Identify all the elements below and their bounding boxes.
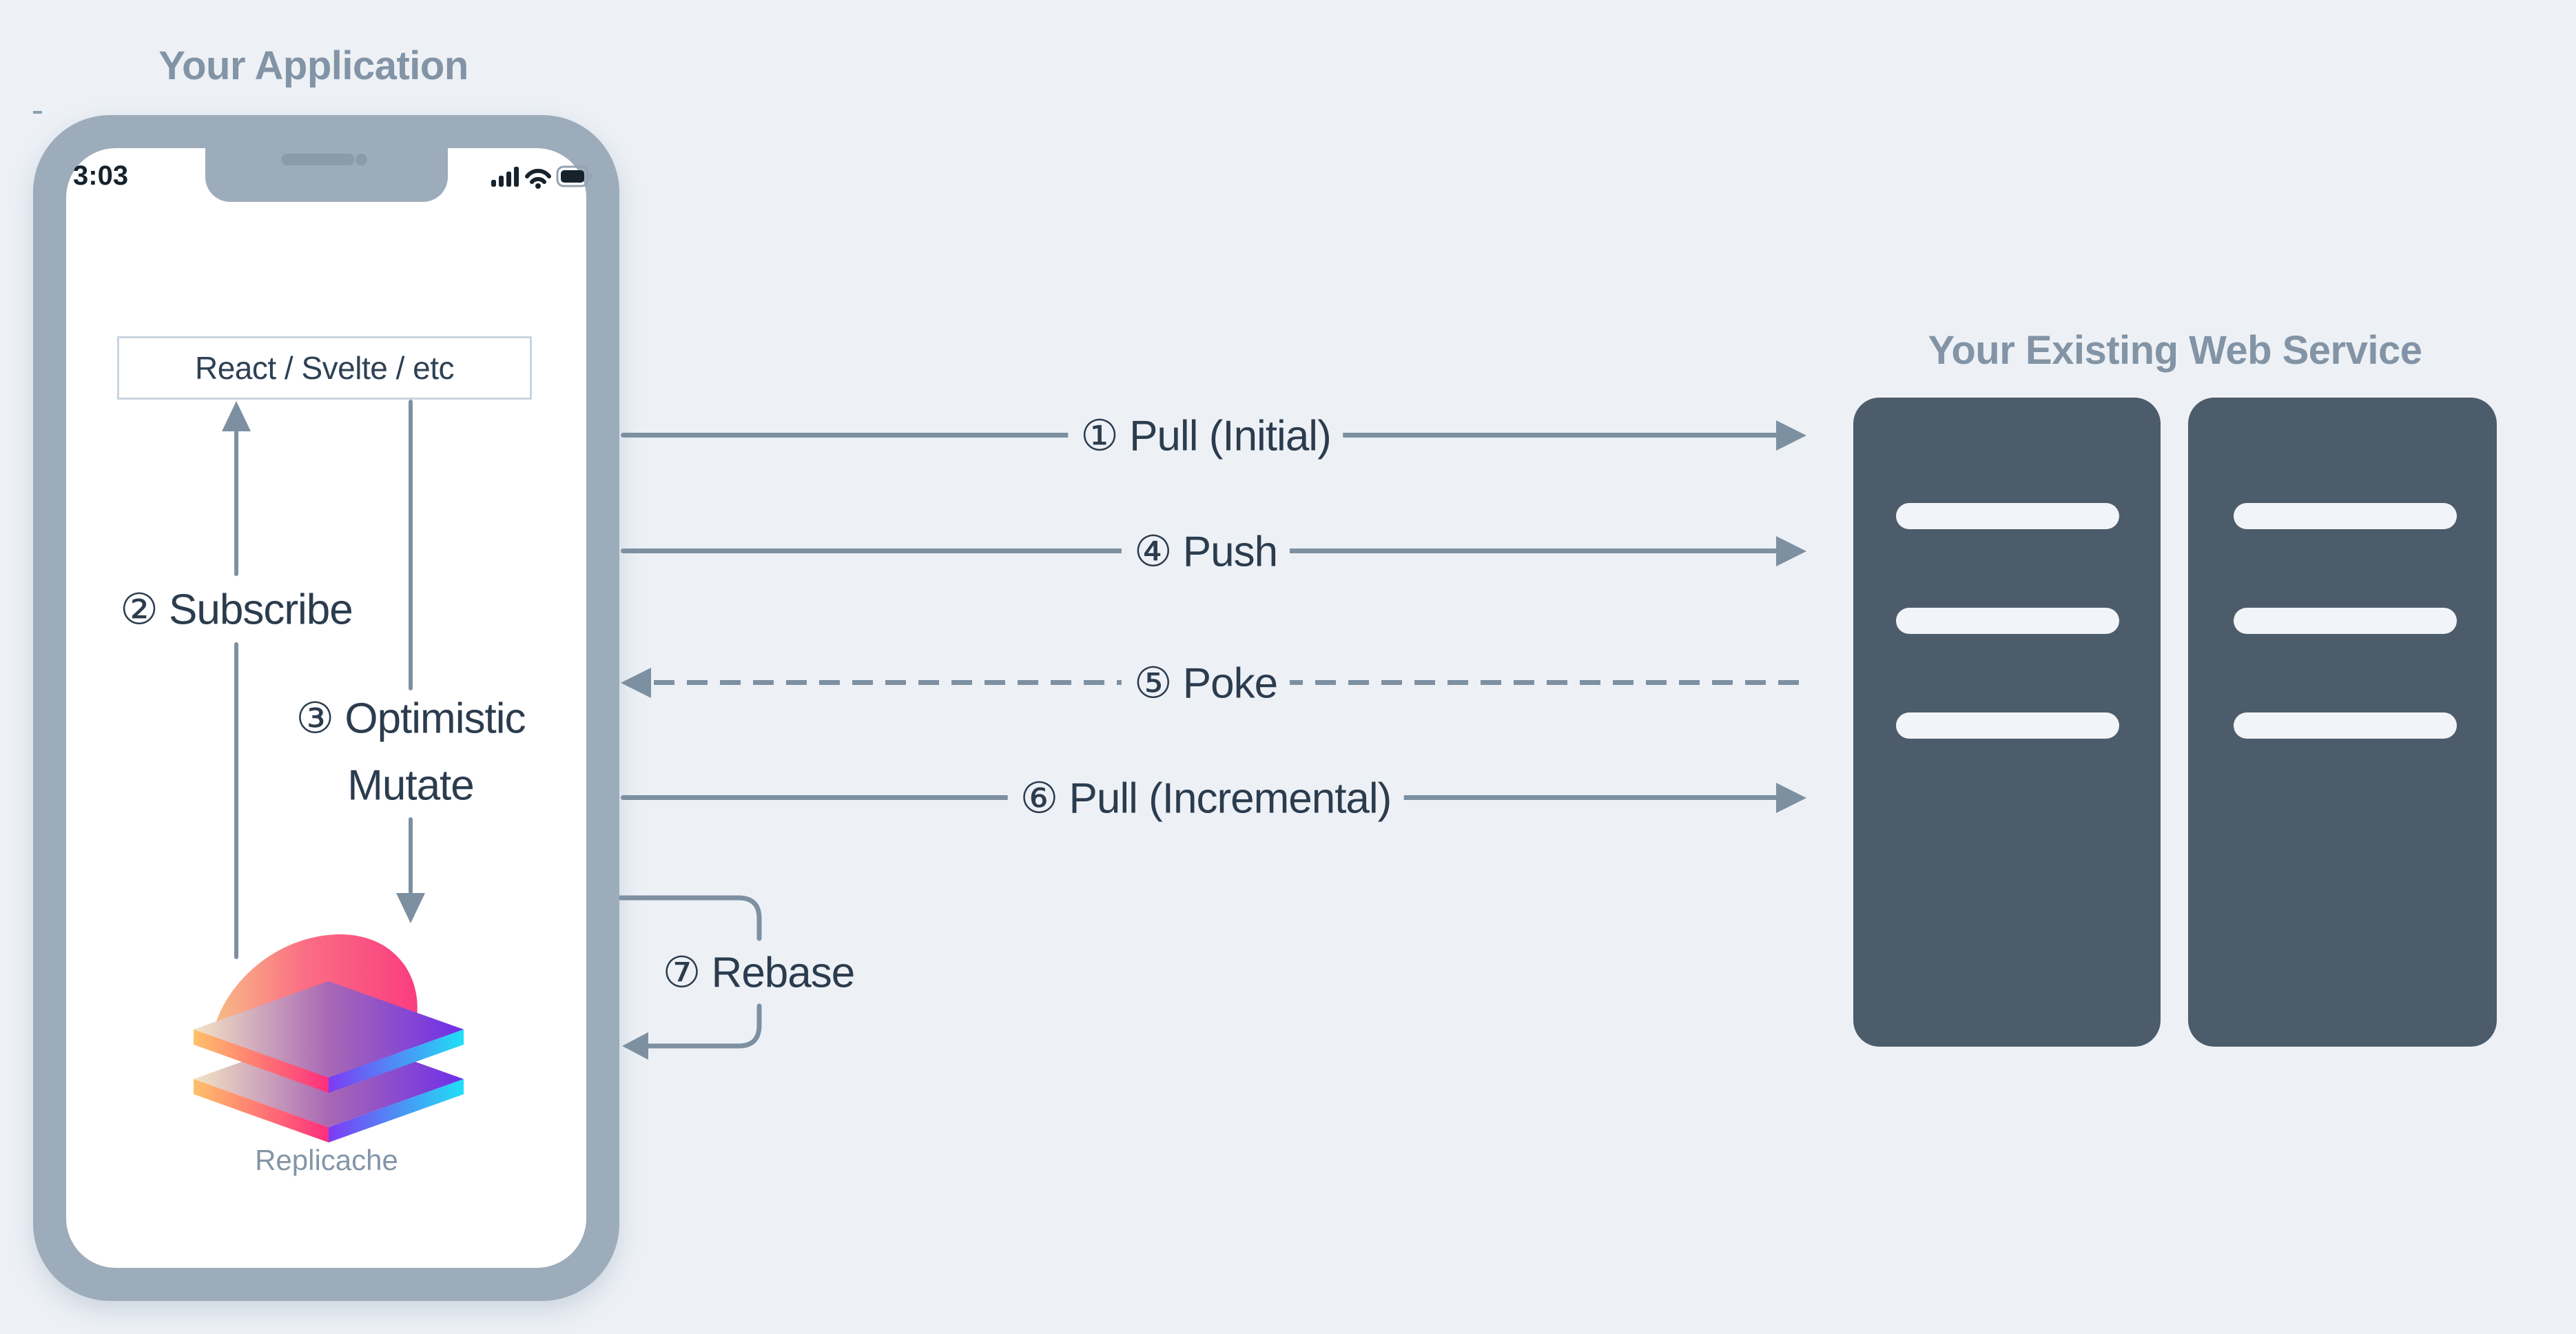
label-push: ④ Push [1121,526,1290,577]
subscribe-line-lower [234,642,238,959]
server-bar [1896,608,2119,634]
replicache-caption: Replicache [255,1144,398,1176]
service-section-title: Your Existing Web Service [1928,328,2422,373]
wifi-icon [525,168,551,189]
camera-icon [355,154,367,165]
mutate-line-lower [409,817,413,894]
label-pull-incremental: ⑥ Pull (Incremental) [1007,772,1404,823]
app-section-title: Your Application [158,43,468,88]
label-optimistic-mutate: ③ Optimistic Mutate [296,686,526,819]
server-bar [2234,503,2457,529]
server-bar [2234,712,2457,739]
server-rack-left [1853,398,2161,1047]
framework-label: React / Svelte / etc [194,350,455,386]
mutate-arrowhead-icon [396,893,425,923]
replicache-logo [194,934,464,1142]
rebase-arrowhead-icon [622,1032,648,1060]
server-bar [1896,712,2119,739]
stray-dash-mark [33,111,42,114]
server-rack-right [2188,398,2497,1047]
pull-initial-arrowhead-icon [1776,420,1806,451]
speaker-icon [280,154,354,165]
pull-incremental-arrowhead-icon [1776,783,1806,813]
status-icons [491,165,592,189]
label-optimistic-line2: Mutate [347,761,475,809]
poke-arrowhead-icon [621,668,651,698]
server-bar [1896,503,2119,529]
mutate-line-upper [409,400,413,690]
server-bar [2234,608,2457,634]
rebase-loop [619,895,762,1060]
label-optimistic-line1: ③ Optimistic [296,695,526,743]
subscribe-line-upper [234,430,238,576]
subscribe-arrowhead-icon [222,401,251,431]
phone-notch [205,115,448,202]
status-time: 3:03 [73,161,129,191]
label-pull-initial: ① Pull (Initial) [1068,410,1343,461]
push-arrowhead-icon [1776,536,1806,566]
framework-box: React / Svelte / etc [117,336,532,400]
signal-icon [491,166,519,187]
battery-icon [556,165,592,187]
phone-frame: 3:03 [33,115,619,1301]
label-poke: ⑤ Poke [1121,657,1290,708]
status-bar: 3:03 [73,161,592,192]
label-subscribe: ② Subscribe [120,586,353,634]
label-rebase: ⑦ Rebase [662,949,856,997]
